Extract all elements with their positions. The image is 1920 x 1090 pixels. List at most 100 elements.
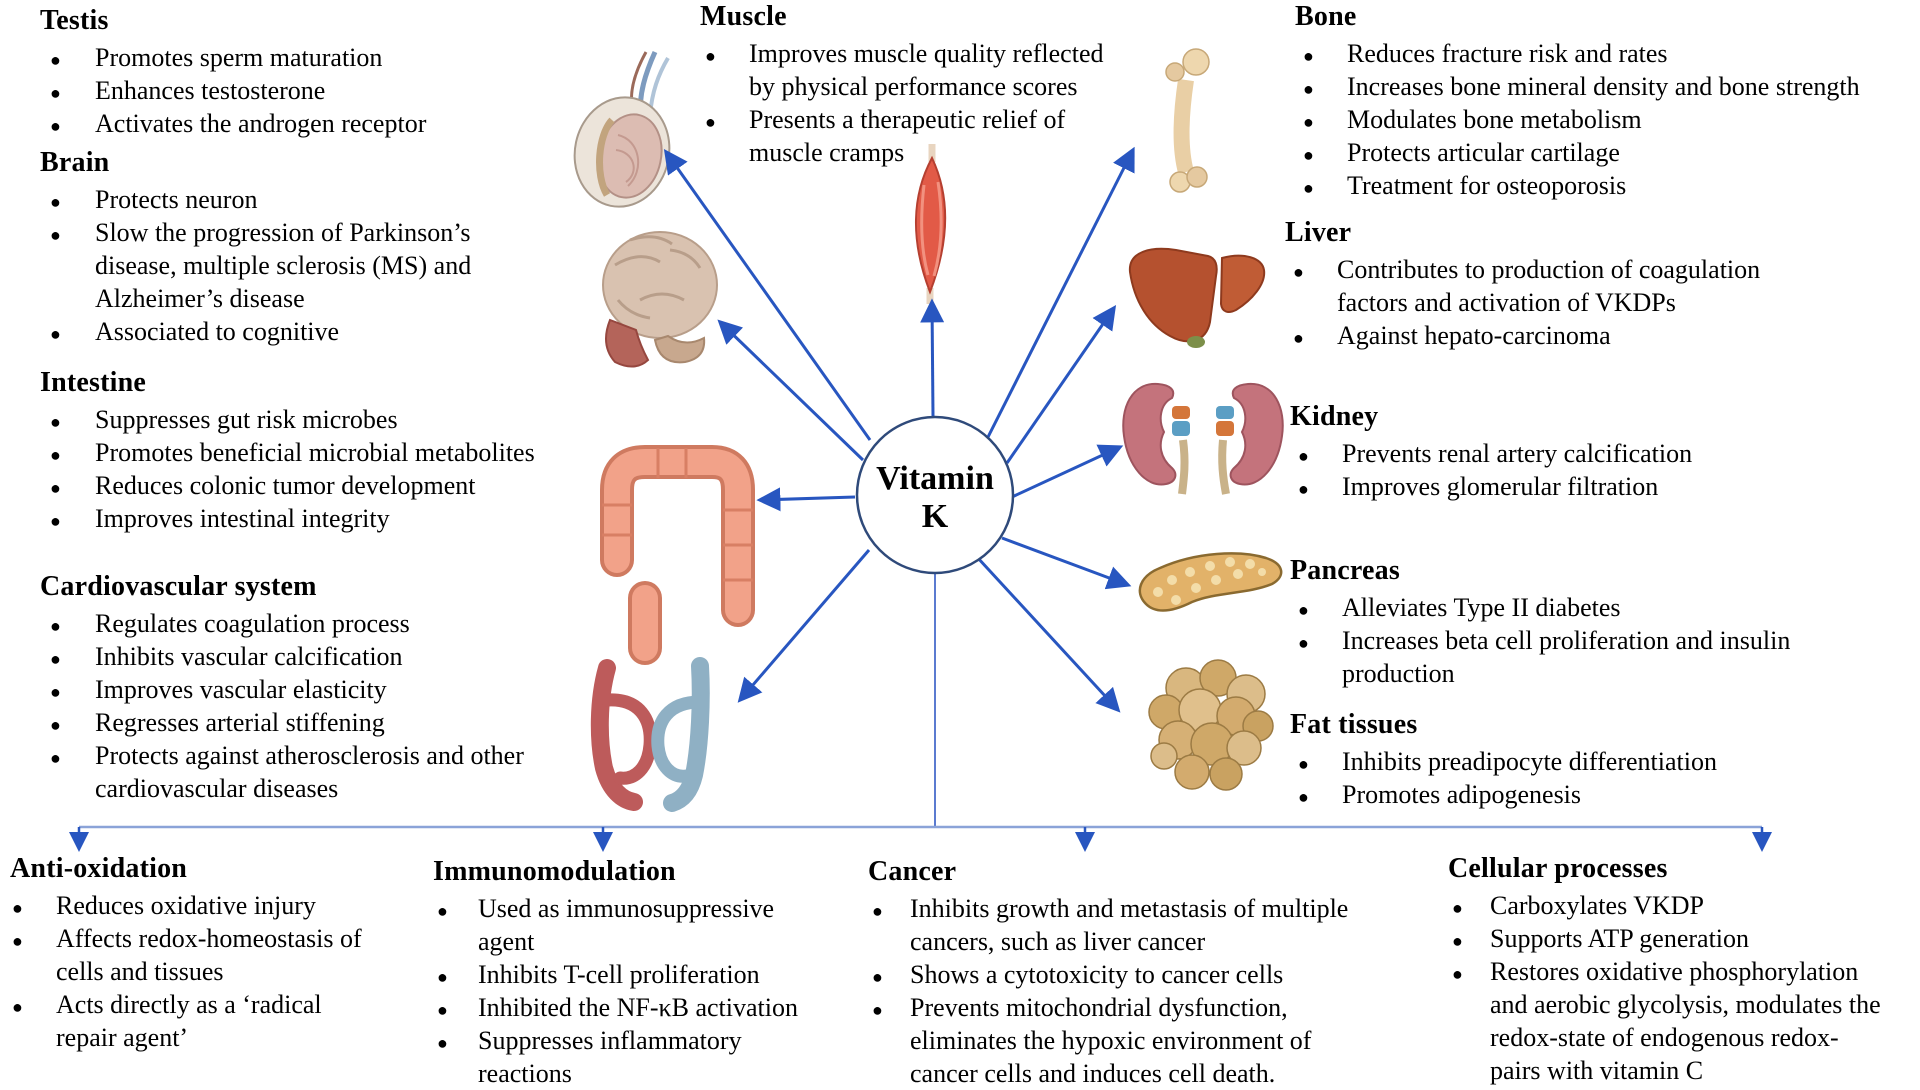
bone-illustration xyxy=(1165,48,1210,193)
list-item: Contributes to production of coagulation… xyxy=(1285,253,1885,319)
list-item-line: muscle cramps xyxy=(749,138,905,167)
bullet-list: Protects neuronSlow the progression of P… xyxy=(40,183,600,351)
section-pancreas: Pancreas Alleviates Type II diabetesIncr… xyxy=(1290,554,1890,690)
section-anti-oxidation: Anti-oxidation Reduces oxidative injuryA… xyxy=(10,852,430,1054)
list-item-line: Affects redox-homeostasis of xyxy=(56,924,362,953)
list-item-line: Inhibits preadipocyte differentiation xyxy=(1342,747,1717,776)
section-cellular-processes: Cellular processes Carboxylates VKDPSupp… xyxy=(1448,852,1918,1087)
section-brain: Brain Protects neuronSlow the progressio… xyxy=(40,146,600,351)
list-item-line: Slow the progression of Parkinson’s xyxy=(95,218,471,247)
bullet-list: Alleviates Type II diabetesIncreases bet… xyxy=(1290,591,1890,690)
section-immunomodulation: Immunomodulation Used as immunosuppressi… xyxy=(433,855,853,1090)
list-item: Associated to cognitive xyxy=(40,315,600,351)
intestine-illustration xyxy=(600,445,755,665)
arrow-to-pancreas xyxy=(1001,536,1132,590)
list-item-line: Supports ATP generation xyxy=(1490,924,1750,953)
bullet-list: Suppresses gut risk microbesPromotes ben… xyxy=(40,403,600,538)
list-item-line: Suppresses gut risk microbes xyxy=(95,405,398,434)
list-item-line: Enhances testosterone xyxy=(95,76,326,105)
list-item: Improves vascular elasticity xyxy=(40,673,600,709)
list-item-line: Alzheimer’s disease xyxy=(95,284,305,313)
bullet-list: Used as immunosuppressive agentInhibits T… xyxy=(433,892,853,1090)
list-item: Used as immunosuppressive agent xyxy=(433,892,853,958)
list-item: Inhibits T-cell proliferation xyxy=(433,958,853,994)
list-item-line: eliminates the hypoxic environment of xyxy=(910,1026,1312,1055)
list-item-line: pairs with vitamin C xyxy=(1490,1056,1704,1085)
list-item-line: redox-state of endogenous redox- xyxy=(1490,1023,1839,1052)
bullet-list: Carboxylates VKDPSupports ATP generation… xyxy=(1448,889,1918,1087)
list-item-line: Reduces fracture risk and rates xyxy=(1347,39,1668,68)
bullet-list: Inhibits growth and metastasis of multip… xyxy=(868,892,1368,1090)
pancreas-illustration xyxy=(1138,552,1283,612)
list-item: Slow the progression of Parkinson’sdisea… xyxy=(40,216,600,315)
section-title: Immunomodulation xyxy=(433,856,676,887)
list-item-line: Improves intestinal integrity xyxy=(95,504,390,533)
list-item: Protects neuron xyxy=(40,183,600,219)
list-item: Promotes beneficial microbial metabolite… xyxy=(40,436,600,472)
list-item: Suppresses gut risk microbes xyxy=(40,403,600,439)
arrow-to-bone xyxy=(984,146,1135,442)
list-item: Modulates bone metabolism xyxy=(1295,103,1920,139)
list-item-line: Associated to cognitive xyxy=(95,317,340,346)
list-item: Protects against atherosclerosis and oth… xyxy=(40,739,600,805)
list-item-line: Protects neuron xyxy=(95,185,258,214)
list-item-line: Reduces colonic tumor development xyxy=(95,471,476,500)
list-item-line: Against hepato-carcinoma xyxy=(1337,321,1611,350)
list-item: Reduces oxidative injury xyxy=(10,889,430,925)
list-item-line: Promotes sperm maturation xyxy=(95,43,383,72)
list-item-line: Increases beta cell proliferation and in… xyxy=(1342,626,1791,655)
list-item-line: agent xyxy=(478,927,535,956)
list-item-line: Treatment for osteoporosis xyxy=(1347,171,1627,200)
list-item-line: Promotes adipogenesis xyxy=(1342,780,1582,809)
list-item: Improves intestinal integrity xyxy=(40,502,600,538)
list-item: Increases beta cell proliferation and in… xyxy=(1290,624,1890,690)
blood-vessels-illustration xyxy=(590,657,710,812)
bullet-list: Inhibits preadipocyte differentiationPro… xyxy=(1290,745,1890,814)
bullet-list: Prevents renal artery calcificationImpro… xyxy=(1290,437,1890,506)
list-item: Carboxylates VKDP xyxy=(1448,889,1918,925)
list-item-line: Inhibits vascular calcification xyxy=(95,642,403,671)
list-item-line: by physical performance scores xyxy=(749,72,1078,101)
section-intestine: Intestine Suppresses gut risk microbesPr… xyxy=(40,366,600,538)
section-title: Cancer xyxy=(868,856,957,887)
list-item-line: Restores oxidative phosphorylation xyxy=(1490,957,1859,986)
arrow-to-brain xyxy=(717,319,865,462)
list-item: Prevents mitochondrial dysfunction, elimi… xyxy=(868,991,1368,1090)
list-item-line: Alleviates Type II diabetes xyxy=(1342,593,1621,622)
list-item-line: production xyxy=(1342,659,1455,688)
list-item: Reduces colonic tumor development xyxy=(40,469,600,505)
arrow-to-fat xyxy=(975,555,1121,713)
list-item-line: Used as immunosuppressive xyxy=(478,894,775,923)
list-item: Increases bone mineral density and bone … xyxy=(1295,70,1920,106)
section-kidney: Kidney Prevents renal artery calcificati… xyxy=(1290,400,1890,506)
list-item-line: cancer cells and induces cell death. xyxy=(910,1059,1276,1088)
arrow-to-vessels xyxy=(737,549,871,703)
list-item-line: cells and tissues xyxy=(56,957,224,986)
list-item-line: Acts directly as a ‘radical xyxy=(56,990,322,1019)
list-item: Supports ATP generation xyxy=(1448,922,1918,958)
section-title: Anti-oxidation xyxy=(10,853,188,884)
list-item-line: Increases bone mineral density and bone … xyxy=(1347,72,1860,101)
list-item-line: reactions xyxy=(478,1059,572,1088)
list-item-line: Suppresses inflammatory xyxy=(478,1026,742,1055)
list-item: Affects redox-homeostasis of cells and ti… xyxy=(10,922,430,988)
list-item-line: Improves vascular elasticity xyxy=(95,675,387,704)
liver-illustration xyxy=(1128,247,1266,348)
section-title: Pancreas xyxy=(1290,555,1400,586)
radiating-arrows xyxy=(663,146,1135,713)
list-item: Inhibited the NF-κB activation xyxy=(433,991,853,1027)
vitamin-k-label-line1: Vitamin xyxy=(876,460,994,497)
arrow-to-muscle xyxy=(920,298,945,417)
fat-tissue-illustration xyxy=(1148,659,1274,791)
section-cancer: Cancer Inhibits growth and metastasis of… xyxy=(868,855,1368,1090)
list-item-line: Inhibits growth and metastasis of multip… xyxy=(910,894,1349,923)
list-item-line: factors and activation of VKDPs xyxy=(1337,288,1676,317)
list-item-line: Prevents mitochondrial dysfunction, xyxy=(910,993,1288,1022)
section-title: Cellular processes xyxy=(1448,853,1668,884)
list-item: Inhibits growth and metastasis of multip… xyxy=(868,892,1368,958)
section-cardiovascular: Cardiovascular system Regulates coagulat… xyxy=(40,570,600,805)
section-fat-tissues: Fat tissues Inhibits preadipocyte differ… xyxy=(1290,708,1890,814)
